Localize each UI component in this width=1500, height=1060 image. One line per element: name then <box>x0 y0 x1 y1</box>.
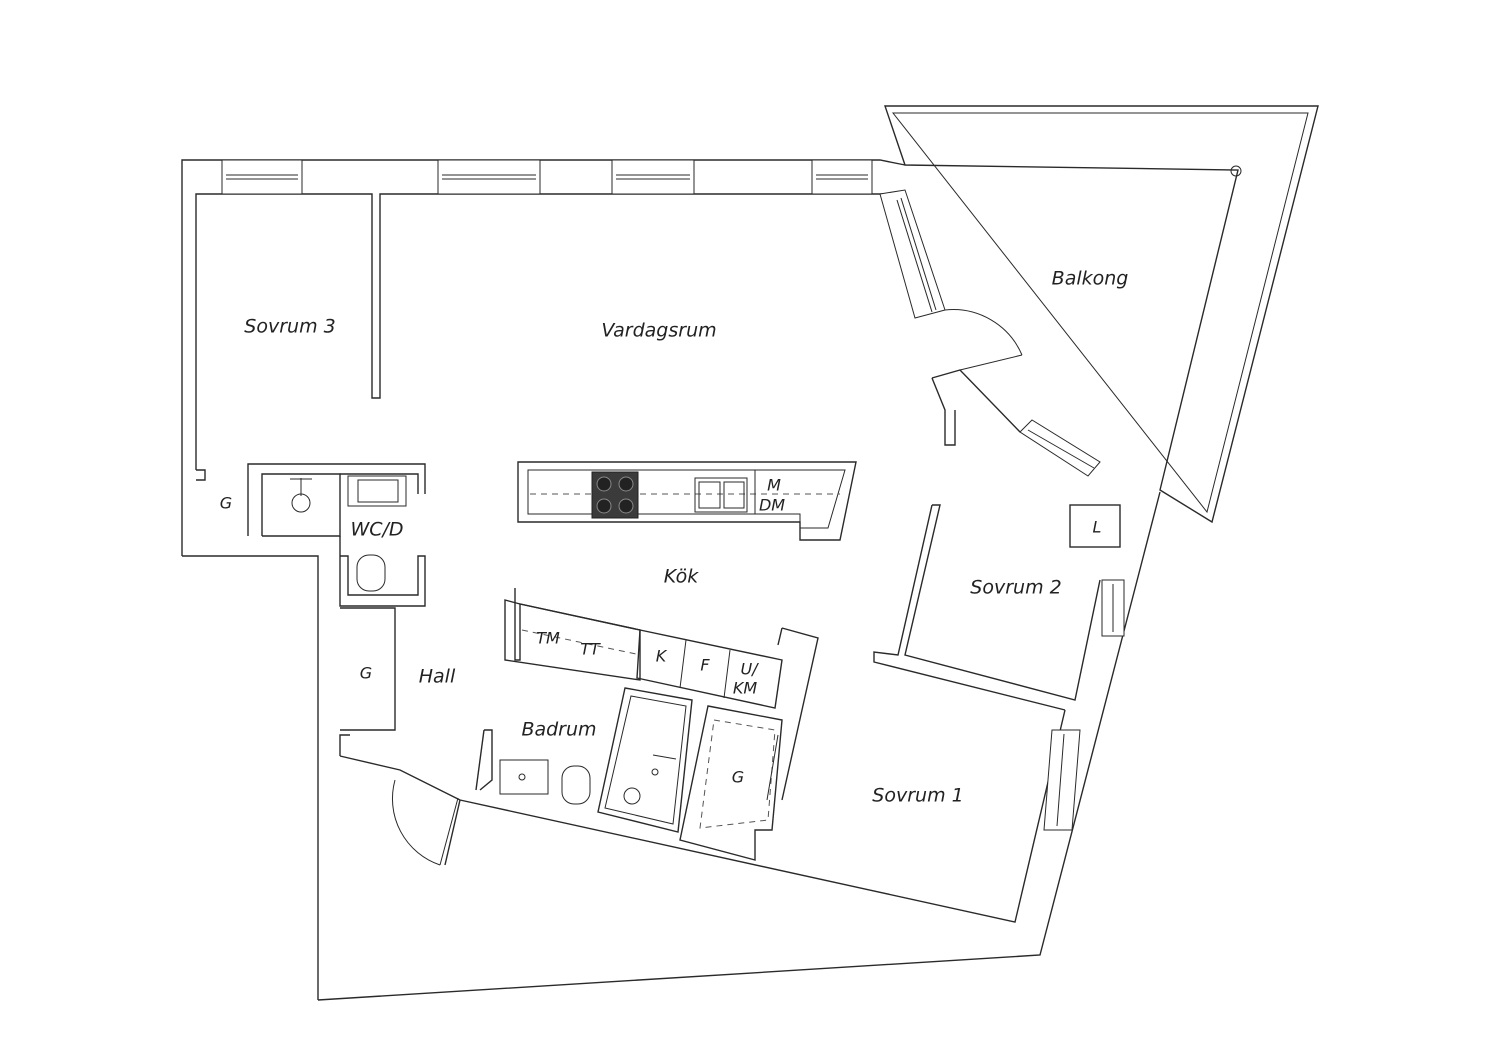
label-fridge: K <box>656 647 668 666</box>
label-storage-sovrum3: G <box>220 494 232 513</box>
label-badrum: Badrum <box>521 719 596 741</box>
kitchen-counter <box>504 588 819 801</box>
label-dishwasher: DM <box>759 496 785 515</box>
label-storage-hall: G <box>360 664 372 683</box>
windows <box>221 159 1125 831</box>
label-sovrum1: Sovrum 1 <box>872 785 963 807</box>
label-balkong: Balkong <box>1052 268 1129 290</box>
room-labels: Balkong Vardagsrum Sovrum 3 Sovrum 2 Sov… <box>244 268 1128 807</box>
balcony <box>884 105 1319 524</box>
entrance-door <box>391 779 461 866</box>
label-freezer: F <box>700 656 710 675</box>
label-microwave: M <box>767 476 781 495</box>
label-wc-d: WC/D <box>350 519 403 541</box>
label-linen: L <box>1093 518 1102 537</box>
label-dryer: TT <box>580 640 601 659</box>
label-sovrum2: Sovrum 2 <box>970 577 1061 599</box>
label-sovrum3: Sovrum 3 <box>244 316 335 338</box>
sovrum2-walls <box>873 504 1121 711</box>
label-combi-microwave: KM <box>733 679 757 698</box>
label-hall: Hall <box>419 666 456 688</box>
kitchen-island <box>517 461 857 541</box>
label-vardagsrum: Vardagsrum <box>601 320 716 342</box>
wc-d <box>196 463 426 607</box>
label-oven: U/ <box>740 660 759 679</box>
badrum <box>475 687 693 833</box>
label-washing-machine: TM <box>536 629 560 648</box>
label-storage-sovrum1: G <box>732 768 744 787</box>
sovrum1-storage <box>679 705 783 861</box>
label-kok: Kök <box>664 566 699 588</box>
balcony-door <box>931 309 1023 446</box>
fixture-labels: G G G L M DM TM TT K F U/ KM <box>220 476 1102 787</box>
hall-storage <box>340 607 396 731</box>
